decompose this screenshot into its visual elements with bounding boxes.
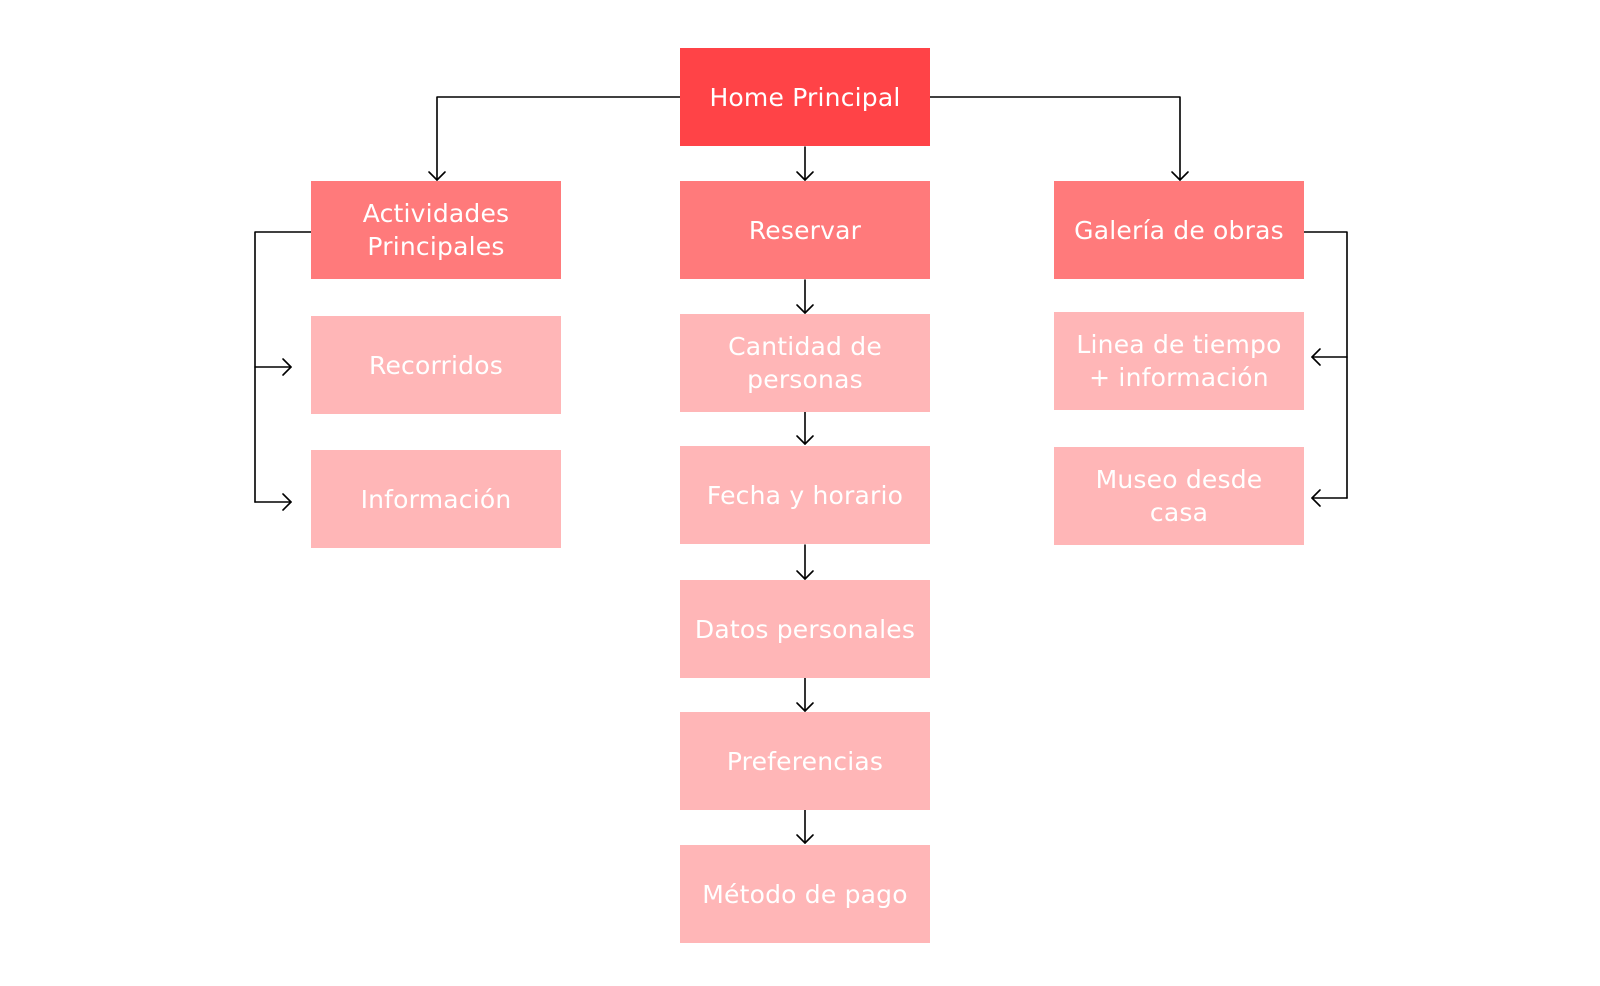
node-label: Fecha y horario [706,480,904,510]
node-label: Información [360,484,512,514]
node-fecha-y-horario: Fecha y horario [680,446,930,544]
connector-root-right [929,96,1181,181]
node-label: Recorridos [369,350,503,380]
node-label: Preferencias [726,746,884,776]
node-museo-desde-casa: Museo desde casa [1054,447,1304,545]
node-galeria-de-obras: Galería de obras [1054,181,1304,279]
arrowhead-root-left [428,171,446,181]
node-reservar: Reservar [680,181,930,279]
node-label: Reservar [748,215,862,245]
node-preferencias: Preferencias [680,712,930,810]
connector-right-bracket [1303,231,1348,499]
node-linea-de-tiempo: Linea de tiempo + información [1054,312,1304,410]
node-datos-personales: Datos personales [680,580,930,678]
node-label: Actividades Principales [362,199,510,261]
arrowhead-root-middle [796,171,814,181]
node-label: Cantidad de personas [728,332,882,394]
node-label: Galería de obras [1074,215,1284,245]
node-home-principal: Home Principal [680,48,930,146]
node-label: Museo desde casa [1095,465,1263,527]
node-actividades-principales: Actividades Principales [311,181,561,279]
node-recorridos: Recorridos [311,316,561,414]
arrowhead-root-right [1171,171,1189,181]
node-label: Home Principal [709,82,901,112]
node-label: Datos personales [694,614,916,644]
node-label: Linea de tiempo + información [1076,330,1282,392]
node-informacion: Información [311,450,561,548]
node-label: Método de pago [702,879,908,909]
connector-left-bracket [254,231,312,503]
node-cantidad-de-personas: Cantidad de personas [680,314,930,412]
connector-root-left [436,96,681,181]
node-metodo-de-pago: Método de pago [680,845,930,943]
